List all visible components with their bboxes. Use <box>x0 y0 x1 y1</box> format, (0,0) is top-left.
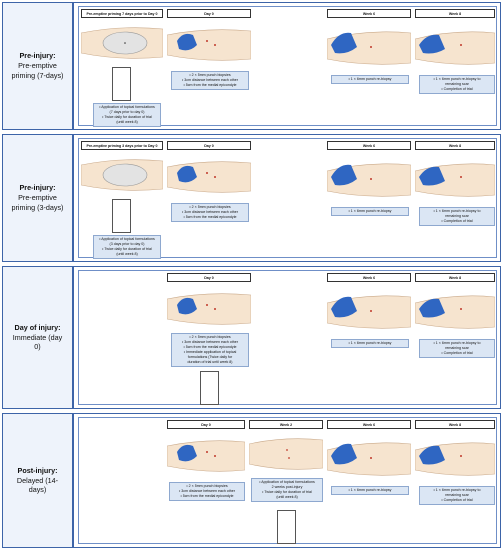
topical-formulation-tube <box>200 371 219 405</box>
forearm-rebiopsy-illustration-week8 <box>415 295 495 329</box>
forearm-biopsy-illustration-day0 <box>167 161 251 193</box>
timeline-panel: Pre-emptive priming 7 days prior to Day … <box>78 6 497 128</box>
note-week6: • 1 × 6mm punch re-biopsy <box>331 75 409 85</box>
forearm-illustration-priming <box>81 27 163 59</box>
row-post-injury: Post-injury: Delayed (14-days) Day 0 Wee… <box>2 413 501 548</box>
forearm-illustration-week2 <box>249 438 323 470</box>
topical-formulation-tube <box>112 67 131 101</box>
note-day0: • 2 × 5mm punch biopsies• 3cm distance b… <box>171 203 249 223</box>
header-priming: Pre-emptive priming 7 days prior to Day … <box>81 9 163 18</box>
forearm-rebiopsy-illustration-week8 <box>415 442 495 476</box>
forearm-rebiopsy-illustration-week8 <box>415 31 495 65</box>
row-label-subtitle: Immediate (day 0) <box>12 332 63 352</box>
forearm-rebiopsy-illustration-week6 <box>327 163 411 197</box>
header-day0: Day 0 <box>167 9 251 18</box>
row-label: Pre-injury: Pre-emptive priming (7-days) <box>3 3 74 129</box>
forearm-biopsy-illustration-day0 <box>167 293 251 325</box>
row-label-subtitle: Pre-emptive priming (7-days) <box>11 61 64 80</box>
header-day0: Day 0 <box>167 273 251 282</box>
note-day0: • 2 × 5mm punch biopsies• 3cm distance b… <box>171 333 249 368</box>
header-day0: Day 0 <box>167 141 251 150</box>
forearm-rebiopsy-illustration-week6 <box>327 442 411 476</box>
timeline-panel: Day 0 Week 2 Week 6 Week 8 • 2 × 5mm pun… <box>78 417 497 544</box>
note-priming: • Application of topical formulations(7 … <box>93 103 161 128</box>
row-label: Day of injury: Immediate (day 0) <box>3 267 74 408</box>
row-label-title: Pre-injury: <box>19 51 56 61</box>
forearm-rebiopsy-illustration-week8 <box>415 163 495 197</box>
row-label: Post-injury: Delayed (14-days) <box>3 414 74 547</box>
header-week8: Week 8 <box>415 9 495 18</box>
row-preinjury-7days: Pre-injury: Pre-emptive priming (7-days)… <box>2 2 501 130</box>
forearm-illustration-priming <box>81 159 163 191</box>
row-day-of-injury: Day of injury: Immediate (day 0) Day 0 W… <box>2 266 501 409</box>
timeline-panel: Day 0 Week 6 Week 8 • 2 × 5mm punch biop… <box>78 270 497 405</box>
note-week6: • 1 × 6mm punch re-biopsy <box>331 486 409 496</box>
forearm-biopsy-illustration-day0 <box>167 440 245 472</box>
header-week6: Week 6 <box>327 141 411 150</box>
row-label-title: Post-injury: <box>17 465 58 475</box>
row-label-title: Day of injury: <box>14 322 61 332</box>
header-week2: Week 2 <box>249 420 323 429</box>
header-week6: Week 6 <box>327 9 411 18</box>
header-week6: Week 6 <box>327 273 411 282</box>
header-week8: Week 8 <box>415 141 495 150</box>
forearm-rebiopsy-illustration-week6 <box>327 31 411 65</box>
header-priming: Pre-emptive priming 3 days prior to Day … <box>81 141 163 150</box>
topical-formulation-tube <box>112 199 131 233</box>
row-label: Pre-injury: Pre-emptive priming (3-days) <box>3 135 74 261</box>
row-label-subtitle: Pre-emptive priming (3-days) <box>11 193 64 212</box>
note-week6: • 1 × 6mm punch re-biopsy <box>331 207 409 217</box>
note-priming: • Application of topical formulations(3 … <box>93 235 161 260</box>
row-label-title: Pre-injury: <box>19 183 56 193</box>
header-week8: Week 8 <box>415 420 495 429</box>
forearm-biopsy-illustration-day0 <box>167 29 251 61</box>
row-preinjury-3days: Pre-injury: Pre-emptive priming (3-days)… <box>2 134 501 262</box>
note-day0: • 2 × 5mm punch biopsies• 3cm distance b… <box>169 482 245 502</box>
topical-formulation-tube <box>277 510 296 544</box>
header-week6: Week 6 <box>327 420 411 429</box>
timeline-panel: Pre-emptive priming 3 days prior to Day … <box>78 138 497 260</box>
note-day0: • 2 × 5mm punch biopsies• 3cm distance b… <box>171 71 249 91</box>
header-week8: Week 8 <box>415 273 495 282</box>
forearm-rebiopsy-illustration-week6 <box>327 295 411 329</box>
note-week6: • 1 × 6mm punch re-biopsy <box>331 339 409 349</box>
header-day0: Day 0 <box>167 420 245 429</box>
row-label-subtitle: Delayed (14-days) <box>16 475 59 495</box>
